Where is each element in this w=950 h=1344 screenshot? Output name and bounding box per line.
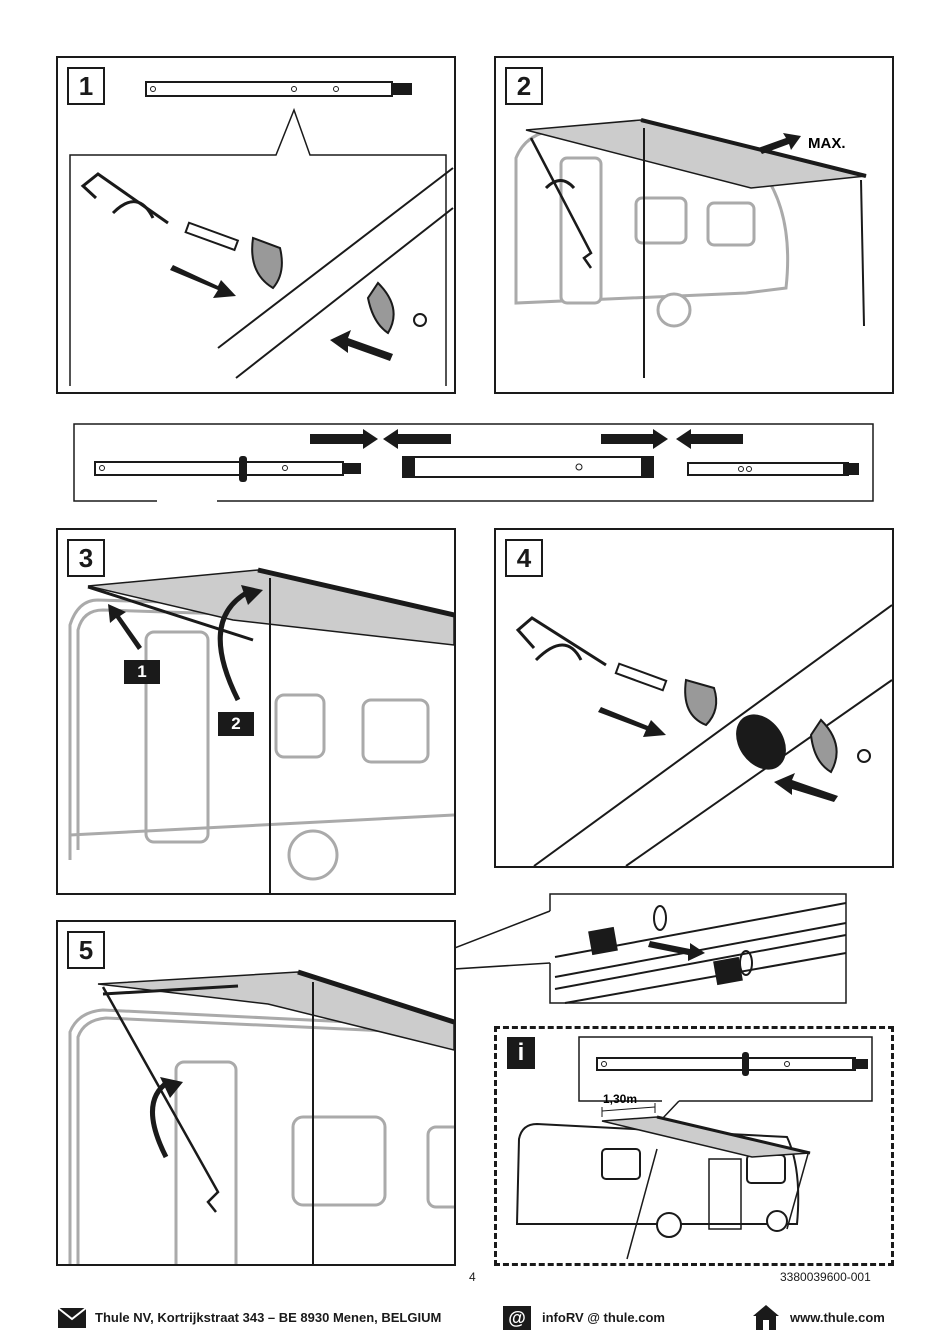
step-3-illustration <box>58 530 454 893</box>
info-box: i 1,30m <box>494 1026 894 1266</box>
step-2-panel: 2 MAX. <box>494 56 894 394</box>
mail-icon <box>57 1307 87 1329</box>
at-icon: @ <box>503 1306 531 1330</box>
step-number: 1 <box>67 67 105 105</box>
step-5-illustration <box>58 922 454 1264</box>
step-1-panel: 1 <box>56 56 456 394</box>
info-illustration: 1,30m <box>497 1029 891 1263</box>
pole-assembly-diagram <box>73 423 875 503</box>
step-2-illustration: MAX. <box>496 58 892 392</box>
max-label: MAX. <box>808 135 846 152</box>
step-number: 3 <box>67 539 105 577</box>
step-4-panel: 4 <box>494 528 894 868</box>
step-number: 2 <box>505 67 543 105</box>
sub-step-badge-1: 1 <box>124 660 160 684</box>
footer-address: Thule NV, Kortrijkstraat 343 – BE 8930 M… <box>95 1310 441 1325</box>
document-code: 3380039600-001 <box>780 1270 871 1284</box>
step-3-panel: 3 1 2 <box>56 528 456 895</box>
step-1-illustration <box>58 58 454 392</box>
home-icon <box>752 1303 780 1331</box>
sub-step-badge-2: 2 <box>218 712 254 736</box>
step-number: 4 <box>505 539 543 577</box>
step-5-detail <box>390 893 848 1005</box>
step-number: 5 <box>67 931 105 969</box>
page-number: 4 <box>469 1270 476 1284</box>
step-4-illustration <box>496 530 892 866</box>
step-5-panel: 5 <box>56 920 456 1266</box>
footer-email[interactable]: infoRV @ thule.com <box>542 1310 665 1325</box>
measure-label: 1,30m <box>603 1092 637 1106</box>
footer-website[interactable]: www.thule.com <box>790 1310 885 1325</box>
